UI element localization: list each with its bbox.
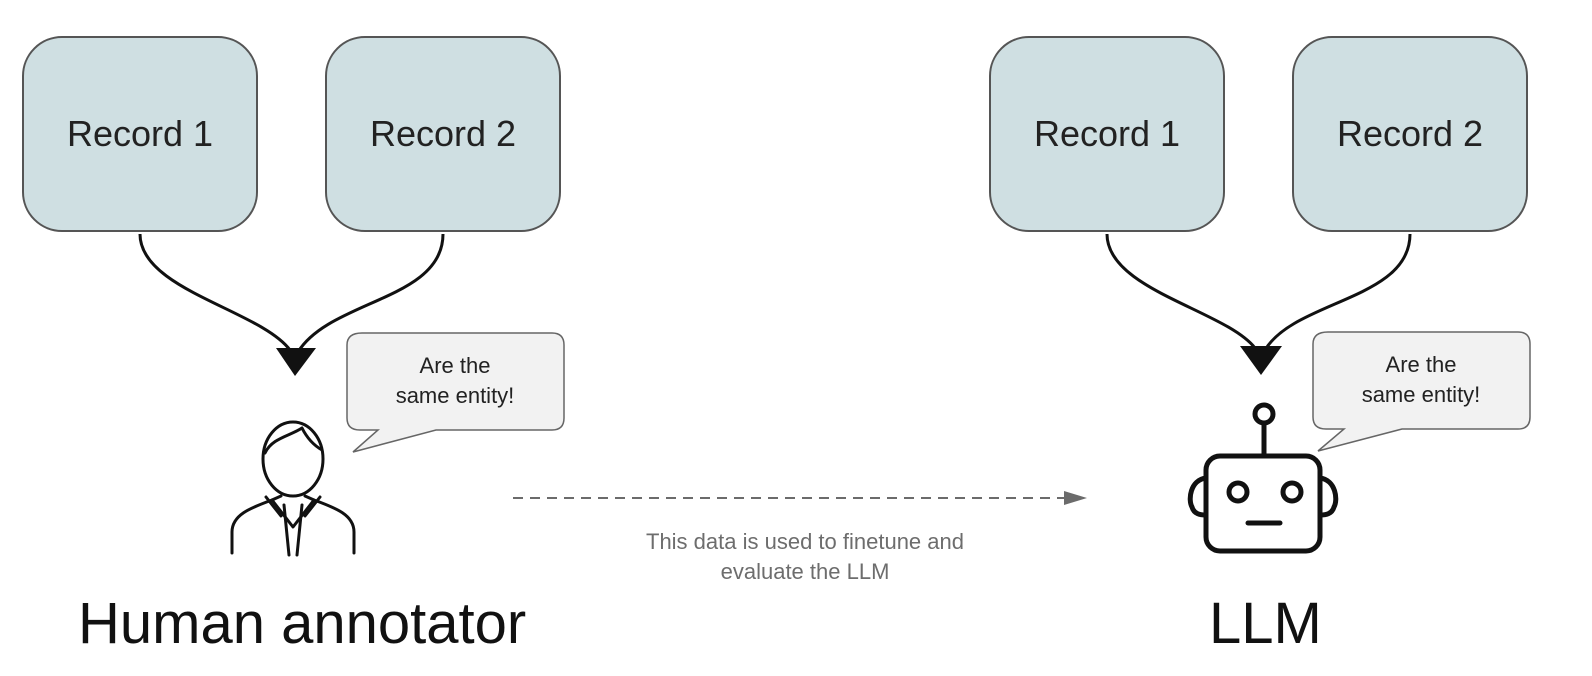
left-record-1-label: Record 1 bbox=[66, 113, 214, 154]
left-record-1-box: Record 1 bbox=[22, 36, 258, 232]
right-connector-record-1 bbox=[1105, 233, 1257, 349]
left-record-2-box: Record 2 bbox=[325, 36, 561, 232]
left-connector-record-2 bbox=[296, 233, 445, 353]
person-icon bbox=[230, 420, 356, 557]
right-record-2-label: Record 2 bbox=[1336, 113, 1484, 154]
right-speech-text: Are the same entity! bbox=[1361, 352, 1481, 407]
left-record-2-label: Record 2 bbox=[369, 113, 517, 154]
robot-icon bbox=[1187, 402, 1339, 554]
human-annotator-label: Human annotator bbox=[78, 591, 527, 656]
left-connector-record-1 bbox=[138, 233, 292, 351]
flow-arrowhead bbox=[1064, 491, 1087, 505]
right-record-2-box: Record 2 bbox=[1292, 36, 1528, 232]
llm-label: LLM bbox=[1209, 591, 1322, 656]
right-merge-arrowhead bbox=[1240, 346, 1282, 375]
right-speech-bubble bbox=[1312, 331, 1531, 452]
left-merge-arrowhead bbox=[276, 348, 316, 376]
left-speech-bubble bbox=[346, 332, 565, 453]
flow-caption: This data is used to finetune and evalua… bbox=[646, 529, 964, 584]
left-speech-text: Are the same entity! bbox=[395, 353, 515, 408]
right-record-1-label: Record 1 bbox=[1033, 113, 1181, 154]
right-record-1-box: Record 1 bbox=[989, 36, 1225, 232]
right-connector-record-2 bbox=[1263, 233, 1412, 351]
